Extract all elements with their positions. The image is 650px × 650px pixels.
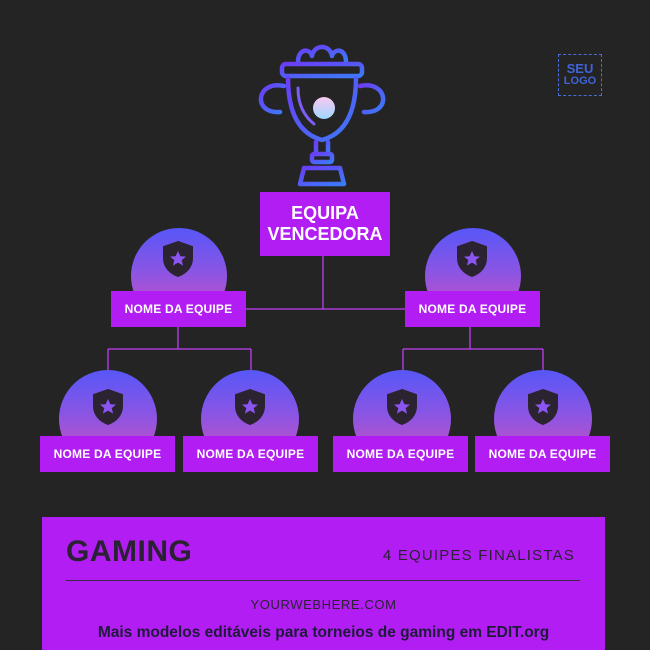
quarter-team-2[interactable]: NOME DA EQUIPE <box>183 436 318 472</box>
shield-star-icon <box>457 240 487 278</box>
shield-star-icon <box>235 388 265 426</box>
footer-divider <box>66 580 580 581</box>
semifinal-team-right[interactable]: NOME DA EQUIPE <box>405 291 540 327</box>
footer-title: GAMING <box>66 535 193 568</box>
promo-text: Mais modelos editáveis para torneios de … <box>97 624 550 641</box>
winner-team-box[interactable]: EQUIPA VENCEDORA <box>260 192 390 256</box>
winner-line2: VENCEDORA <box>267 224 383 244</box>
shield-star-icon <box>528 388 558 426</box>
quarter-team-1[interactable]: NOME DA EQUIPE <box>40 436 175 472</box>
footer-panel: GAMING 4 EQUIPES FINALISTAS YOURWEBHERE.… <box>42 517 605 650</box>
logo-placeholder[interactable]: SEU LOGO <box>558 54 602 96</box>
shield-star-icon <box>93 388 123 426</box>
logo-text-line1: SEU <box>566 61 594 76</box>
semifinal-team-left[interactable]: NOME DA EQUIPE <box>111 291 246 327</box>
quarter-team-3[interactable]: NOME DA EQUIPE <box>333 436 468 472</box>
logo-text-line2: LOGO <box>563 75 597 87</box>
website-link[interactable]: YOURWEBHERE.COM <box>250 597 397 612</box>
shield-star-icon <box>163 240 193 278</box>
winner-line1: EQUIPA <box>291 203 359 223</box>
trophy-icon <box>258 44 386 187</box>
shield-star-icon <box>387 388 417 426</box>
footer-subtitle: 4 EQUIPES FINALISTAS <box>382 547 575 564</box>
quarter-team-4[interactable]: NOME DA EQUIPE <box>475 436 610 472</box>
